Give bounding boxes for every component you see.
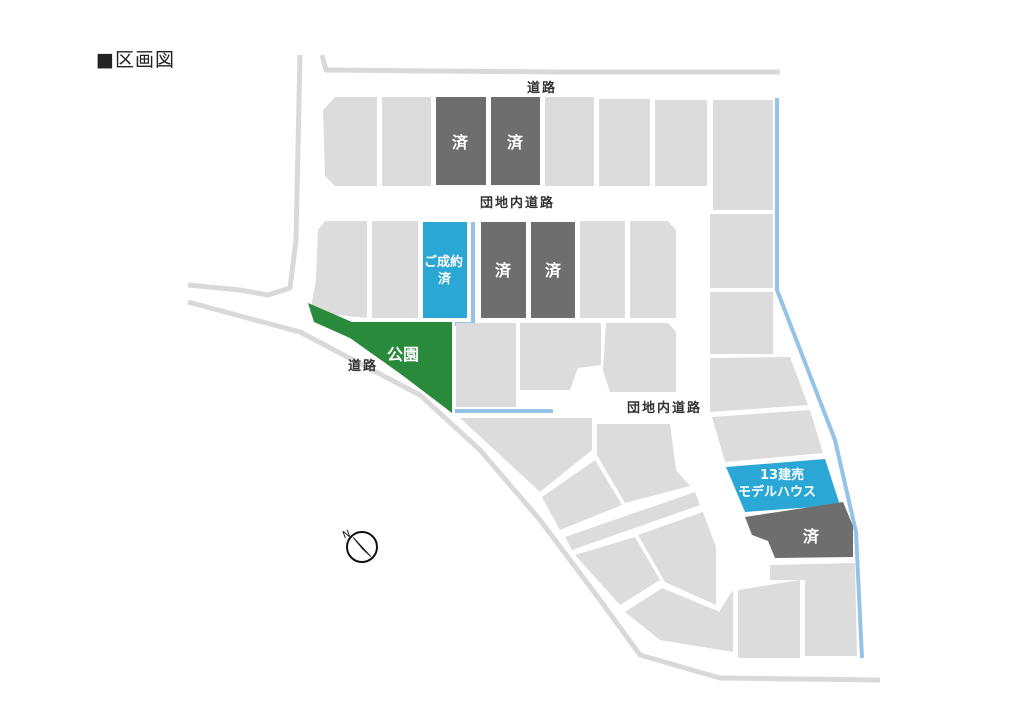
lot[interactable] — [638, 512, 716, 605]
lot[interactable] — [710, 357, 808, 412]
lot[interactable] — [580, 221, 625, 318]
water-channel-east — [775, 98, 864, 659]
sold-label: 済 — [452, 133, 469, 152]
road-outline-left — [187, 54, 303, 298]
model-house-label: 13建売 — [760, 467, 804, 483]
road-label-west: 道路 — [348, 358, 378, 374]
lot-sold[interactable] — [531, 222, 575, 318]
lot[interactable] — [323, 97, 377, 186]
park[interactable] — [308, 303, 452, 413]
internal-road-label-2: 団地内道路 — [627, 400, 702, 416]
lot-sold[interactable] — [745, 502, 853, 558]
lot[interactable] — [456, 323, 516, 407]
lot[interactable] — [310, 221, 367, 318]
lot-model-house[interactable] — [726, 459, 840, 512]
lot[interactable] — [630, 221, 676, 318]
park-label: 公園 — [387, 345, 419, 364]
compass-icon: N — [341, 529, 378, 563]
lot[interactable] — [597, 424, 690, 503]
sold-label: 済 — [803, 527, 820, 546]
compass-north-label: N — [341, 529, 352, 542]
internal-road-label: 団地内道路 — [480, 195, 555, 211]
lot-contracted[interactable] — [423, 222, 467, 318]
lot[interactable] — [565, 492, 700, 550]
sold-label: 済 — [545, 261, 562, 280]
lot-sold[interactable] — [481, 222, 526, 318]
lot[interactable] — [372, 221, 418, 318]
lot[interactable] — [770, 563, 857, 656]
road-label-north: 道路 — [527, 80, 557, 96]
lot[interactable] — [710, 214, 773, 288]
lot[interactable] — [712, 410, 823, 462]
lot-block-south — [456, 323, 857, 658]
lot[interactable] — [575, 537, 660, 605]
lot[interactable] — [599, 99, 650, 186]
model-house-label-2: モデルハウス — [738, 484, 816, 500]
lot[interactable] — [545, 97, 594, 186]
road-outline-bottom — [187, 299, 881, 683]
lot[interactable] — [655, 100, 707, 186]
sold-label: 済 — [507, 133, 524, 152]
lot[interactable] — [542, 460, 622, 530]
lot-block-middle — [310, 214, 853, 558]
lot[interactable] — [460, 418, 592, 492]
road-outline-top — [319, 54, 780, 75]
lot[interactable] — [738, 580, 800, 658]
lot[interactable] — [382, 97, 431, 186]
lot[interactable] — [713, 100, 773, 210]
lot[interactable] — [603, 323, 676, 392]
lot-sold[interactable] — [436, 97, 486, 185]
lot[interactable] — [710, 292, 773, 354]
sold-label: 済 — [495, 261, 512, 280]
contracted-label-2: 済 — [438, 271, 452, 287]
lot[interactable] — [520, 323, 601, 390]
contracted-label: ご成約 — [424, 254, 463, 270]
lot[interactable] — [625, 588, 733, 652]
map-title: ■区画図 — [96, 49, 175, 71]
lot-sold[interactable] — [491, 97, 540, 185]
lot-block-north — [323, 97, 773, 210]
